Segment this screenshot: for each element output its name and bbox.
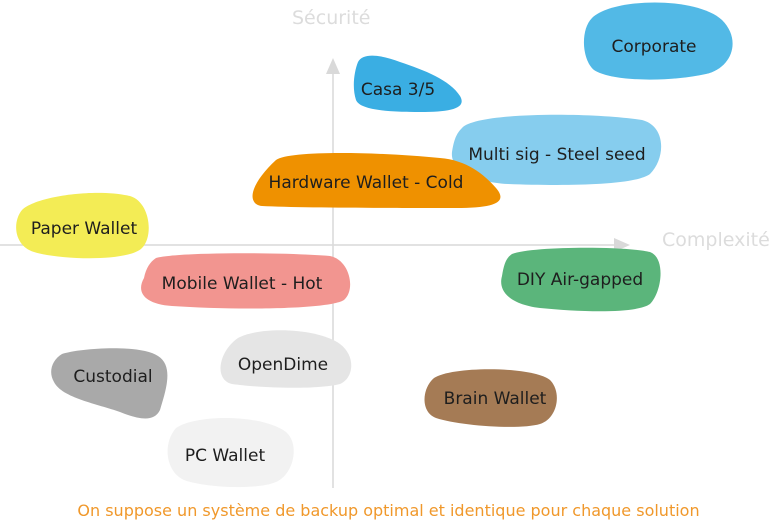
blob-brain: [424, 369, 557, 427]
blob-opendime: [220, 330, 352, 388]
blob-label-casa: Casa 3/5: [360, 80, 436, 100]
blob-label-paper: Paper Wallet: [30, 219, 138, 239]
blob-corporate: [583, 2, 733, 80]
x-axis-label: Complexité: [662, 229, 770, 251]
blob-pc: [167, 417, 294, 488]
blob-hardware: [252, 153, 501, 208]
blob-label-mobile: Mobile Wallet - Hot: [161, 274, 323, 294]
blob-casa: [353, 55, 462, 112]
blob-label-custodial: Custodial: [73, 367, 153, 387]
blob-label-diy: DIY Air-gapped: [516, 270, 644, 290]
blob-custodial: [51, 348, 168, 419]
blob-label-brain: Brain Wallet: [443, 389, 547, 409]
blob-label-hardware: Hardware Wallet - Cold: [268, 173, 464, 193]
y-axis-arrowhead: [326, 58, 340, 74]
footnote: On suppose un système de backup optimal …: [77, 501, 700, 520]
blob-label-multisig: Multi sig - Steel seed: [468, 145, 646, 165]
blob-multisig: [451, 114, 662, 185]
blob-diy: [501, 247, 661, 312]
blob-label-corporate: Corporate: [611, 37, 697, 57]
y-axis-label: Sécurité: [292, 7, 371, 29]
blob-label-pc: PC Wallet: [184, 446, 266, 466]
blob-label-opendime: OpenDime: [237, 355, 329, 375]
blob-paper: [16, 192, 149, 259]
blob-mobile: [141, 253, 351, 309]
